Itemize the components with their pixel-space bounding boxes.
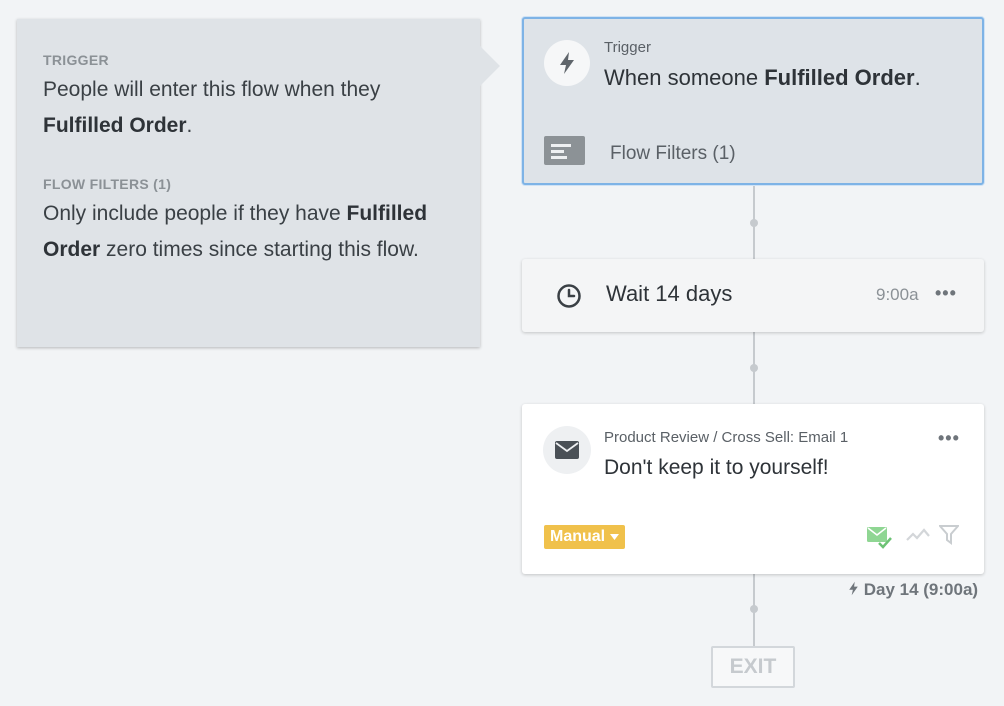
trigger-heading: TRIGGER xyxy=(43,52,109,68)
lightning-icon xyxy=(544,40,590,86)
clock-icon xyxy=(557,284,581,308)
email-subject: Don't keep it to yourself! xyxy=(604,456,829,479)
email-title: Product Review / Cross Sell: Email 1 xyxy=(604,429,849,446)
filter-list-icon xyxy=(544,136,585,165)
exit-node: EXIT xyxy=(711,646,795,688)
trigger-label: Trigger xyxy=(604,39,651,56)
wait-more-button[interactable]: ••• xyxy=(935,283,957,303)
wait-card[interactable]: Wait 14 days 9:00a ••• xyxy=(522,259,984,332)
envelope-icon xyxy=(543,426,591,474)
status-badge-label: Manual xyxy=(550,528,606,545)
flow-summary-panel: TRIGGER People will enter this flow when… xyxy=(17,19,500,347)
filter-icon[interactable] xyxy=(939,524,959,546)
email-more-button[interactable]: ••• xyxy=(938,428,960,448)
wait-label: Wait 14 days xyxy=(606,281,733,306)
flow-filters-link[interactable]: Flow Filters (1) xyxy=(610,143,736,164)
status-badge[interactable]: Manual xyxy=(544,525,626,549)
email-verified-icon[interactable] xyxy=(866,525,892,549)
connector-dot xyxy=(750,219,758,227)
caret-down-icon xyxy=(610,534,620,540)
filters-heading: FLOW FILTERS (1) xyxy=(43,176,172,192)
wait-time: 9:00a xyxy=(876,285,919,304)
connector-dot xyxy=(750,364,758,372)
trigger-text: When someone Fulfilled Order. xyxy=(604,65,921,90)
analytics-icon[interactable] xyxy=(906,526,930,546)
connector-dot xyxy=(750,605,758,613)
lightning-icon xyxy=(849,581,858,596)
trigger-description: People will enter this flow when they Fu… xyxy=(43,78,381,137)
day-schedule-label: Day 14 (9:00a) xyxy=(848,580,978,600)
email-card[interactable]: Product Review / Cross Sell: Email 1 Don… xyxy=(522,404,984,574)
day-schedule-text: Day 14 (9:00a) xyxy=(863,580,979,599)
trigger-card[interactable]: Trigger When someone Fulfilled Order. Fl… xyxy=(522,17,984,185)
filters-description: Only include people if they have Fulfill… xyxy=(43,202,428,261)
